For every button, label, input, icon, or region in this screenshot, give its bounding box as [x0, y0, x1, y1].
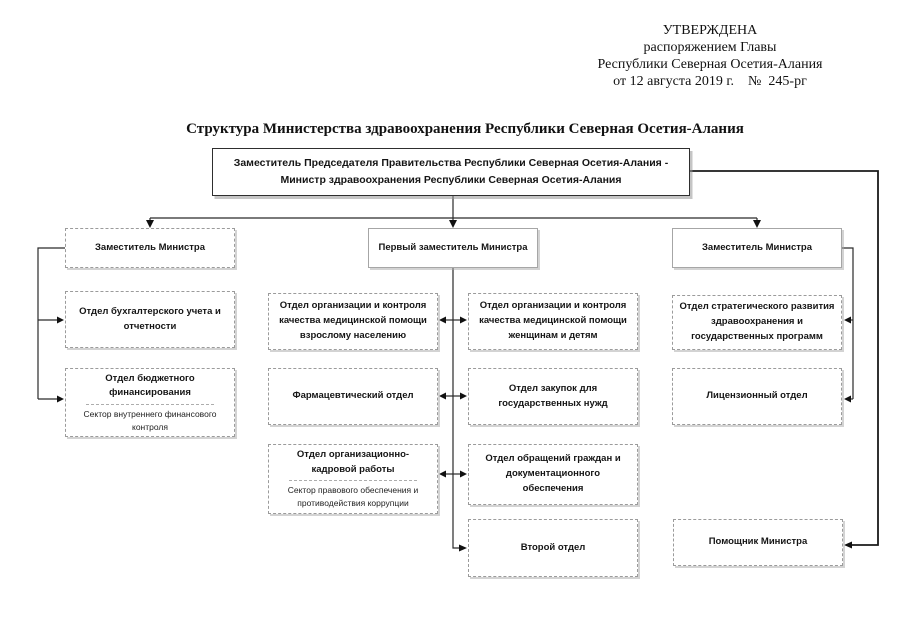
node-label: Помощник Министра	[708, 536, 808, 548]
node-label: Отдел организации и контроля качества ме…	[279, 300, 427, 341]
node-quality-women-children-dept: Отдел организации и контроля качества ме…	[468, 293, 638, 350]
sector-label: Сектор правового обеспечения и противоде…	[287, 485, 419, 509]
node-budget-dept: Отдел бюджетного финансирования Сектор в…	[65, 368, 235, 437]
node-accounting-dept: Отдел бухгалтерского учета и отчетности	[65, 291, 235, 348]
approval-line-3: Республики Северная Осетия-Алания	[597, 57, 823, 72]
node-deputy-minister-right: Заместитель Министра	[672, 228, 842, 268]
node-label: Второй отдел	[520, 541, 586, 553]
node-minister: Заместитель Председателя Правительства Р…	[212, 148, 690, 196]
node-org-hr-dept: Отдел организационно-кадровой работы Сек…	[268, 444, 438, 514]
node-label: Отдел организации и контроля качества ме…	[479, 300, 627, 341]
node-license-dept: Лицензионный отдел	[672, 368, 842, 425]
node-label: Лицензионный отдел	[706, 390, 808, 402]
node-first-deputy-minister: Первый заместитель Министра	[368, 228, 538, 268]
approval-line-1: УТВЕРЖДЕНА	[662, 23, 758, 38]
node-label: Отдел бухгалтерского учета и отчетности	[79, 305, 221, 332]
approval-line-2: распоряжением Главы	[643, 40, 777, 55]
node-label: Отдел обращений граждан и документационн…	[485, 453, 621, 494]
approval-stamp: УТВЕРЖДЕНА распоряжением Главы Республик…	[530, 22, 890, 90]
node-quality-adults-dept: Отдел организации и контроля качества ме…	[268, 293, 438, 350]
sector-divider	[86, 403, 214, 405]
sector-divider	[289, 480, 417, 482]
node-deputy-minister-left: Заместитель Министра	[65, 228, 235, 268]
node-label: Отдел бюджетного финансирования	[105, 372, 195, 399]
node-label: Отдел стратегического развития здравоохр…	[679, 301, 835, 342]
node-citizens-appeals-dept: Отдел обращений граждан и документационн…	[468, 444, 638, 505]
node-label: Заместитель Министра	[94, 241, 205, 253]
node-minister-assistant: Помощник Министра	[673, 519, 843, 566]
node-label: Заместитель Министра	[701, 241, 812, 253]
node-label: Фармацевтический отдел	[292, 390, 414, 402]
node-minister-line1: Заместитель Председателя Правительства Р…	[233, 157, 669, 170]
sector-label: Сектор внутреннего финансового контроля	[83, 408, 217, 432]
node-label: Отдел закупок для государственных нужд	[498, 382, 608, 409]
approval-line-4: от 12 августа 2019 г. № 245-рг	[613, 74, 807, 89]
node-procurement-dept: Отдел закупок для государственных нужд	[468, 368, 638, 425]
node-pharmacy-dept: Фармацевтический отдел	[268, 368, 438, 425]
page-title: Структура Министерства здравоохранения Р…	[186, 121, 744, 137]
node-strategic-dev-dept: Отдел стратегического развития здравоохр…	[672, 295, 842, 350]
node-minister-line2: Министр здравоохранения Республики Север…	[280, 174, 622, 186]
node-label: Отдел организационно-кадровой работы	[296, 449, 410, 475]
node-second-dept: Второй отдел	[468, 519, 638, 577]
node-label: Первый заместитель Министра	[378, 241, 528, 253]
